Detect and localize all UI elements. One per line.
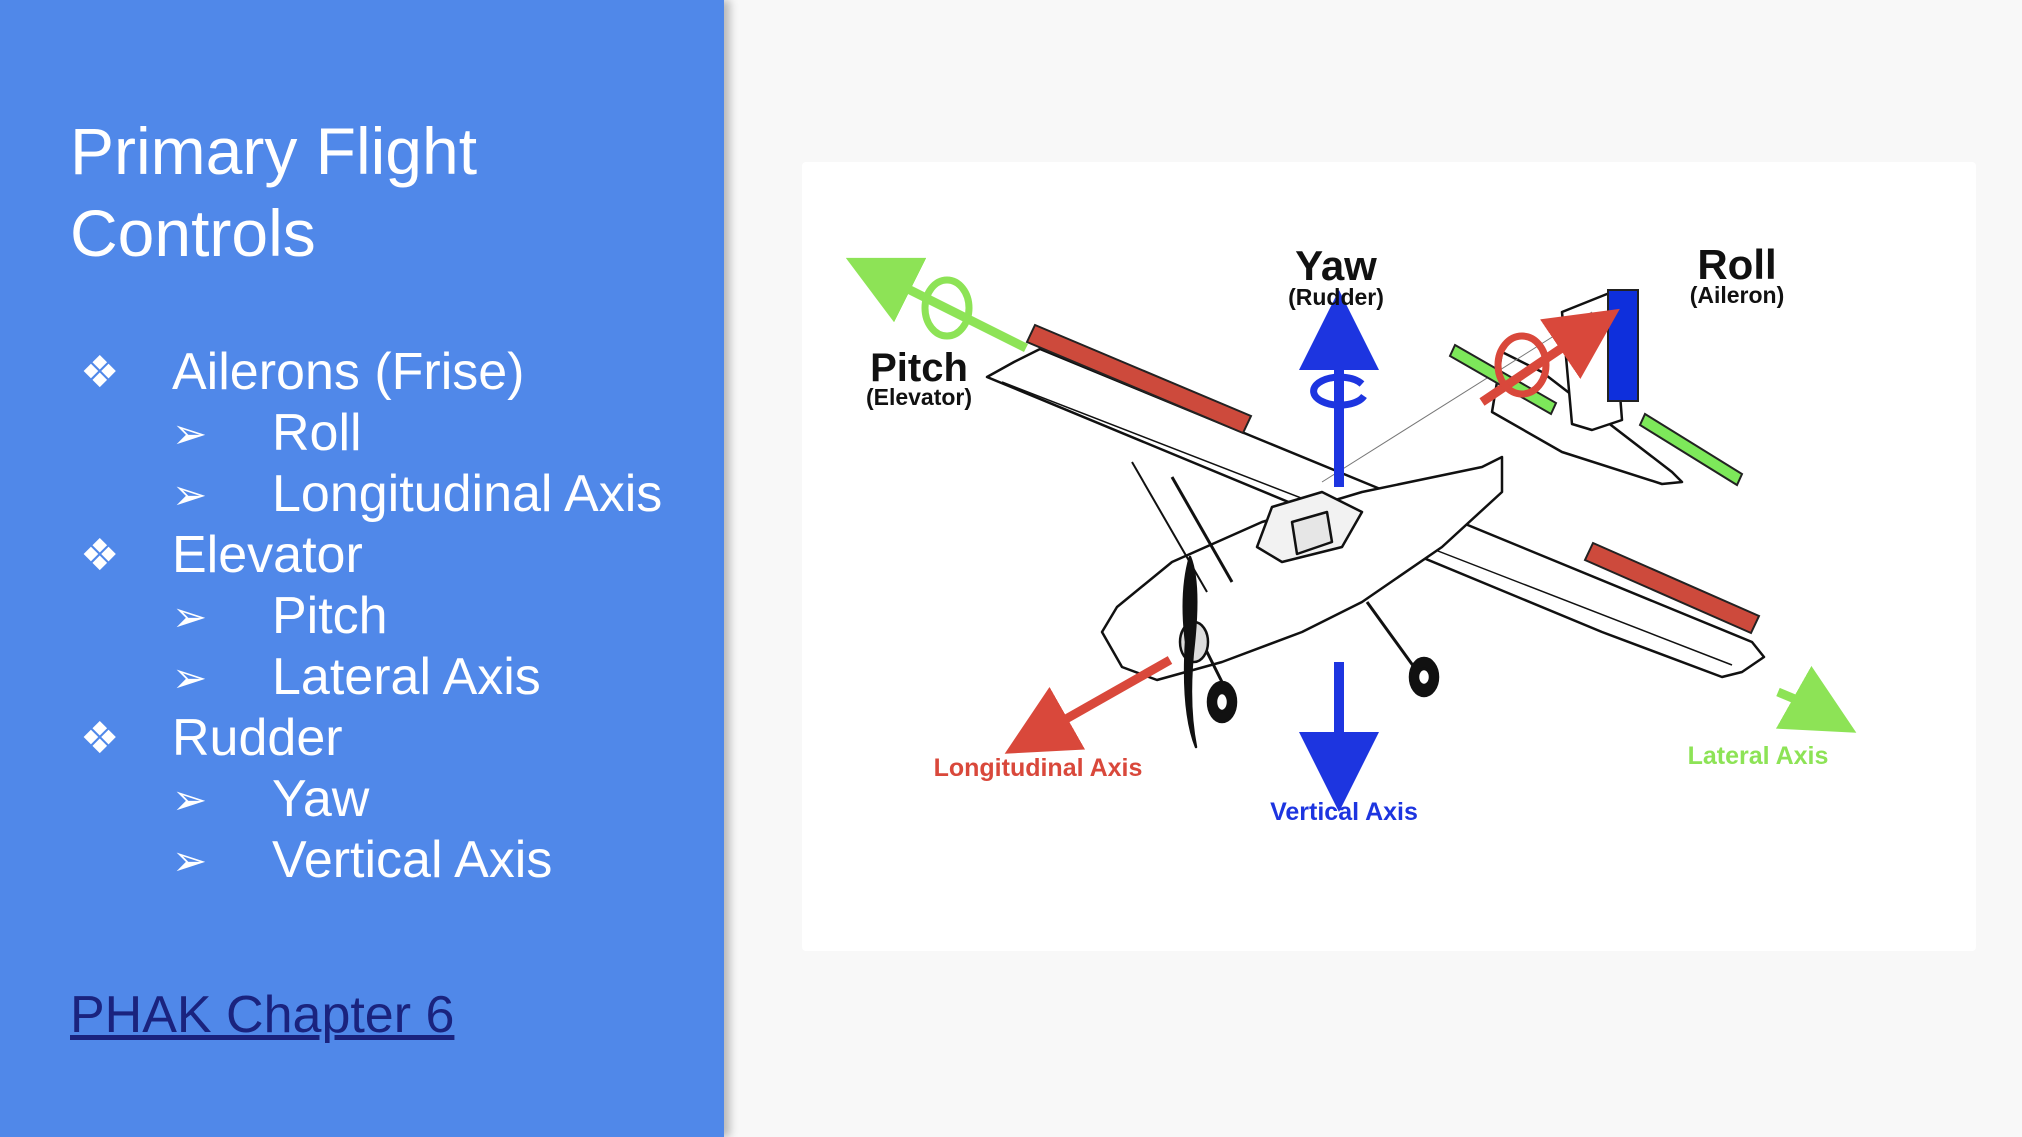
sub-bullet-pitch: ➢ Pitch [70, 586, 710, 647]
airplane-axes-svg: Yaw (Rudder) Roll (Aileron) Pitch (Eleva… [845, 241, 1857, 826]
bullet-text: Rudder [172, 709, 343, 767]
propeller-blade [1182, 555, 1198, 749]
arrow-bullet-icon: ➢ [172, 593, 208, 640]
sub-bullet-text: Lateral Axis [272, 648, 541, 706]
left-panel: Primary Flight Controls ❖ Ailerons (Fris… [0, 0, 724, 1137]
vertical-axis-label: Vertical Axis [1270, 798, 1418, 826]
arrow-bullet-icon: ➢ [172, 471, 208, 518]
left-aileron [1025, 323, 1253, 435]
bullet-text: Elevator [172, 526, 363, 584]
bullet-elevator: ❖ Elevator [70, 525, 710, 586]
slide-title: Primary Flight Controls [70, 114, 478, 270]
lateral-axis-label: Lateral Axis [1688, 742, 1829, 770]
bullet-ailerons: ❖ Ailerons (Frise) [70, 342, 710, 403]
right-aileron [1583, 541, 1761, 635]
pitch-label: Pitch [870, 346, 968, 390]
sub-bullet-text: Roll [272, 404, 362, 462]
sub-bullet-vertical-axis: ➢ Vertical Axis [70, 830, 710, 891]
roll-rotation-icon [1494, 332, 1550, 398]
diamond-bullet-icon: ❖ [80, 348, 120, 397]
sub-bullet-text: Vertical Axis [272, 831, 553, 889]
arrow-bullet-icon: ➢ [172, 776, 208, 823]
yaw-rotation-icon [1310, 373, 1367, 409]
longitudinal-axis [1004, 308, 1620, 754]
sub-bullet-text: Pitch [272, 587, 388, 645]
bullet-rudder: ❖ Rudder [70, 708, 710, 769]
bullet-text: Ailerons (Frise) [172, 343, 525, 401]
vertical-axis [1299, 290, 1379, 812]
arrow-bullet-icon: ➢ [172, 410, 208, 457]
pitch-axis [845, 257, 1857, 733]
arrow-bullet-icon: ➢ [172, 837, 208, 884]
pitch-rotation-icon [921, 276, 973, 340]
sub-bullet-text: Yaw [272, 770, 370, 828]
yaw-sub-label: (Rudder) [1288, 284, 1384, 310]
diamond-bullet-icon: ❖ [80, 714, 120, 763]
longitudinal-axis-label: Longitudinal Axis [934, 754, 1143, 782]
roll-label: Roll [1697, 241, 1776, 288]
flight-axes-diagram: Yaw (Rudder) Roll (Aileron) Pitch (Eleva… [802, 162, 1976, 951]
diamond-bullet-icon: ❖ [80, 531, 120, 580]
sub-bullet-roll: ➢ Roll [70, 403, 710, 464]
sub-bullet-longitudinal-axis: ➢ Longitudinal Axis [70, 464, 710, 525]
rudder [1607, 289, 1639, 402]
bullet-list: ❖ Ailerons (Frise) ➢ Roll ➢ Longitudinal… [70, 342, 710, 891]
arrow-bullet-icon: ➢ [172, 654, 208, 701]
phak-chapter-link[interactable]: PHAK Chapter 6 [70, 986, 455, 1044]
pitch-sub-label: (Elevator) [866, 384, 972, 410]
sub-bullet-lateral-axis: ➢ Lateral Axis [70, 647, 710, 708]
yaw-label: Yaw [1295, 242, 1377, 289]
sub-bullet-yaw: ➢ Yaw [70, 769, 710, 830]
right-elevator [1638, 412, 1744, 487]
roll-sub-label: (Aileron) [1690, 282, 1785, 308]
sub-bullet-text: Longitudinal Axis [272, 465, 663, 523]
control-surfaces [1025, 289, 1761, 635]
